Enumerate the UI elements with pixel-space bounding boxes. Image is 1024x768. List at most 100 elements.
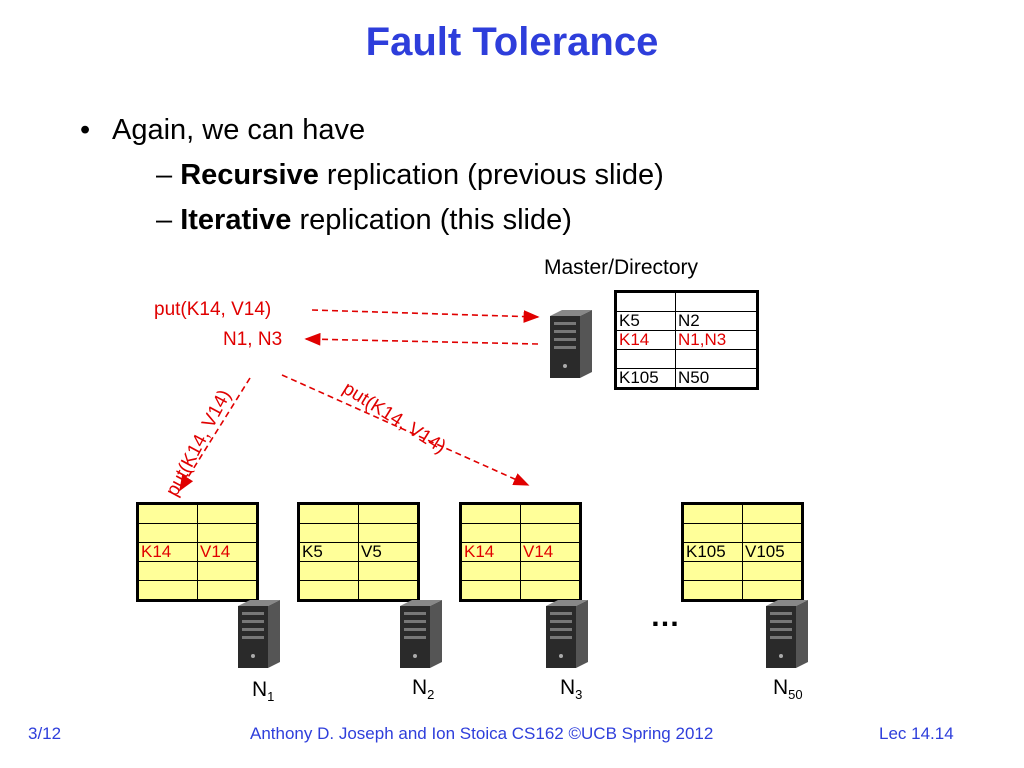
table-cell (742, 523, 803, 543)
node-name: N (773, 676, 789, 699)
table-row (682, 503, 803, 524)
table-row (137, 561, 258, 581)
table-row (682, 561, 803, 581)
table-cell (298, 503, 359, 524)
table-cell (137, 523, 198, 543)
table-cell (460, 580, 521, 601)
node-sub: 3 (575, 687, 583, 703)
bullet-dot: • (80, 114, 91, 146)
table-cell (742, 580, 803, 601)
server-icon (550, 310, 592, 378)
table-row (298, 523, 419, 543)
master-directory-label: Master/Directory (544, 256, 699, 279)
table-cell (358, 523, 419, 543)
table-cell: N2 (675, 311, 758, 331)
node-label-n1: N1 (252, 678, 274, 704)
table-row (137, 580, 258, 601)
table-cell (682, 503, 743, 524)
server-icon (546, 600, 588, 668)
table-cell (520, 580, 581, 601)
table-row (298, 503, 419, 524)
table-cell (137, 580, 198, 601)
table-row (682, 580, 803, 601)
node-name: N (252, 678, 268, 701)
arrow-reply-from-master (304, 332, 539, 346)
table-cell: V14 (520, 542, 581, 562)
table-cell (137, 503, 198, 524)
sub-bullet-recursive: – Recursive replication (previous slide) (80, 153, 664, 198)
table-cell: K14 (460, 542, 521, 562)
node-label-n3: N3 (560, 676, 582, 702)
table-cell (682, 561, 743, 581)
table-cell (137, 561, 198, 581)
table-row (137, 503, 258, 524)
table-cell: N50 (675, 368, 758, 389)
table-cell (615, 349, 676, 369)
sub-bullet-bold: Recursive (180, 158, 319, 191)
table-cell (682, 580, 743, 601)
sub-bullet-text: replication (previous slide) (318, 158, 664, 191)
table-cell (358, 580, 419, 601)
footer-page: 3/12 (28, 724, 62, 743)
table-cell: K5 (298, 542, 359, 562)
table-cell (197, 523, 258, 543)
table-row (460, 503, 581, 524)
table-cell (358, 561, 419, 581)
server-icon (238, 600, 280, 668)
table-row (137, 523, 258, 543)
ellipsis: … (650, 600, 680, 633)
put-label: put(K14, V14) (154, 299, 272, 320)
bullet-list: • Again, we can have – Recursive replica… (80, 108, 664, 243)
table-row (460, 561, 581, 581)
table-row (298, 561, 419, 581)
table-row (460, 580, 581, 601)
node-name: N (412, 676, 428, 699)
table-cell: N1,N3 (675, 330, 758, 350)
node-sub: 50 (788, 687, 803, 703)
table-cell (460, 561, 521, 581)
table-cell (682, 523, 743, 543)
table-cell (615, 291, 676, 312)
reply-label: N1, N3 (223, 329, 283, 350)
table-cell (675, 291, 758, 312)
bullet-main-text: Again, we can have (112, 114, 366, 146)
table-cell (520, 503, 581, 524)
table-cell (520, 561, 581, 581)
table-cell: K105 (682, 542, 743, 562)
footer-credit: Anthony D. Joseph and Ion Stoica CS162 ©… (250, 724, 714, 743)
table-cell (460, 503, 521, 524)
table-cell (460, 523, 521, 543)
server-icon (766, 600, 808, 668)
sub-bullet-text: replication (this slide) (291, 203, 572, 236)
table-cell (298, 561, 359, 581)
table-cell (358, 503, 419, 524)
table-cell: K14 (615, 330, 676, 350)
table-cell: V105 (742, 542, 803, 562)
table-row (615, 291, 758, 312)
table-row (615, 349, 758, 369)
bullet-main: • Again, we can have (80, 108, 664, 153)
table-cell (197, 561, 258, 581)
dash: – (156, 203, 173, 236)
table-cell (520, 523, 581, 543)
arrow-put-to-n1 (179, 377, 251, 492)
dash: – (156, 158, 173, 191)
arrow-put-to-n3 (281, 374, 530, 486)
arrow-put-to-master (311, 309, 540, 323)
table-cell (742, 503, 803, 524)
server-icon (400, 600, 442, 668)
table-cell (742, 561, 803, 581)
table-row (682, 523, 803, 543)
sub-bullet-iterative: – Iterative replication (this slide) (80, 198, 664, 243)
